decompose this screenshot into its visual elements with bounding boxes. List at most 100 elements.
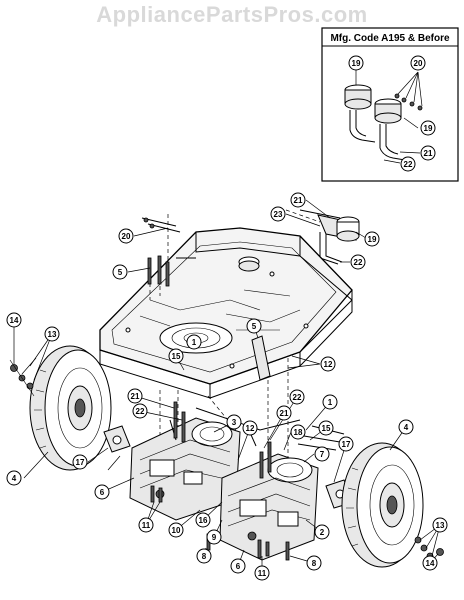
- callout-label: 22: [293, 393, 302, 402]
- callout-circle: [410, 55, 426, 71]
- callout-label: 19: [368, 235, 377, 244]
- callout-label: 13: [436, 521, 445, 530]
- callout-6: 6: [94, 484, 110, 500]
- callout-circle: [6, 312, 22, 328]
- callout-label: 12: [246, 424, 255, 433]
- callout-circle: [94, 484, 110, 500]
- callout-label: 21: [280, 409, 289, 418]
- callout-label: 1: [328, 398, 333, 407]
- callout-2: 2: [314, 524, 330, 540]
- callout-8: 8: [306, 555, 322, 571]
- bolts-20: [141, 217, 181, 233]
- callout-label: 22: [136, 407, 145, 416]
- callout-label: 10: [172, 526, 181, 535]
- callout-label: 20: [414, 59, 423, 68]
- callout-label: 7: [320, 450, 325, 459]
- callout-circle: [270, 206, 286, 222]
- callout-label: 8: [312, 559, 317, 568]
- left-wheel: [29, 345, 112, 471]
- callout-10: 10: [168, 522, 184, 538]
- callout-11: 11: [254, 565, 270, 581]
- callout-label: 21: [131, 392, 140, 401]
- callout-circle: [206, 529, 222, 545]
- callout-circle: [290, 424, 306, 440]
- callout-13: 13: [432, 517, 448, 533]
- callout-label: 15: [172, 352, 181, 361]
- callout-label: 9: [212, 533, 217, 542]
- inset-box: Mfg. Code A195 & Before: [321, 27, 459, 182]
- callout-circle: [338, 436, 354, 452]
- callout-circle: [314, 446, 330, 462]
- callout-circle: [132, 403, 148, 419]
- callout-circle: [196, 548, 212, 564]
- callout-circle: [276, 405, 292, 421]
- callout-15: 15: [168, 348, 184, 364]
- callout-label: 14: [426, 559, 435, 568]
- callout-4: 4: [6, 470, 22, 486]
- callout-22: 22: [400, 156, 416, 172]
- callout-label: 15: [322, 424, 331, 433]
- callout-21: 21: [420, 145, 436, 161]
- inset-screws: [394, 93, 423, 111]
- callout-label: 6: [100, 488, 105, 497]
- callout-19: 19: [420, 120, 436, 136]
- callout-19: 19: [364, 231, 380, 247]
- callout-9: 9: [206, 529, 222, 545]
- studs-5: [147, 255, 170, 287]
- callout-12: 12: [242, 420, 258, 436]
- callout-23: 23: [270, 206, 286, 222]
- callout-label: 8: [202, 552, 207, 561]
- callout-21: 21: [127, 388, 143, 404]
- callout-15: 15: [318, 420, 334, 436]
- callout-circle: [186, 334, 202, 350]
- callout-16: 16: [195, 512, 211, 528]
- callout-5: 5: [112, 264, 128, 280]
- callout-8: 8: [196, 548, 212, 564]
- callout-circle: [398, 419, 414, 435]
- callout-circle: [168, 348, 184, 364]
- callout-19: 19: [348, 55, 364, 71]
- callout-17: 17: [338, 436, 354, 452]
- callout-7: 7: [314, 446, 330, 462]
- callout-label: 18: [294, 428, 303, 437]
- frame-chassis: [99, 227, 353, 399]
- callout-circle: [290, 192, 306, 208]
- callout-label: 17: [76, 458, 85, 467]
- callout-circle: [306, 555, 322, 571]
- callout-21: 21: [276, 405, 292, 421]
- callout-circle: [420, 120, 436, 136]
- callout-circle: [72, 454, 88, 470]
- left-hub-bracket: [103, 425, 131, 453]
- callout-circle: [138, 517, 154, 533]
- callout-label: 22: [354, 258, 363, 267]
- callout-circle: [289, 389, 305, 405]
- callout-label: 14: [10, 316, 19, 325]
- callout-3: 3: [226, 414, 242, 430]
- callout-circle: [420, 145, 436, 161]
- inset-reservoir-left: [344, 84, 376, 143]
- watermark-text: AppliancePartsPros.com: [96, 2, 367, 27]
- callout-label: 21: [294, 196, 303, 205]
- callout-18: 18: [290, 424, 306, 440]
- callout-label: 2: [320, 528, 325, 537]
- callout-1: 1: [186, 334, 202, 350]
- callout-13: 13: [44, 326, 60, 342]
- callout-label: 4: [404, 423, 409, 432]
- callout-circle: [226, 414, 242, 430]
- callout-circle: [242, 420, 258, 436]
- callout-circle: [44, 326, 60, 342]
- right-transaxle: [219, 453, 319, 561]
- callout-20: 20: [118, 228, 134, 244]
- callout-22: 22: [350, 254, 366, 270]
- inset-reservoir-right: [374, 98, 406, 161]
- callout-label: 12: [324, 360, 333, 369]
- callout-circle: [127, 388, 143, 404]
- callout-circle: [230, 558, 246, 574]
- callout-circle: [112, 264, 128, 280]
- callout-label: 13: [48, 330, 57, 339]
- callout-circle: [322, 394, 338, 410]
- callout-14: 14: [6, 312, 22, 328]
- callout-circle: [6, 470, 22, 486]
- callout-label: 16: [199, 516, 208, 525]
